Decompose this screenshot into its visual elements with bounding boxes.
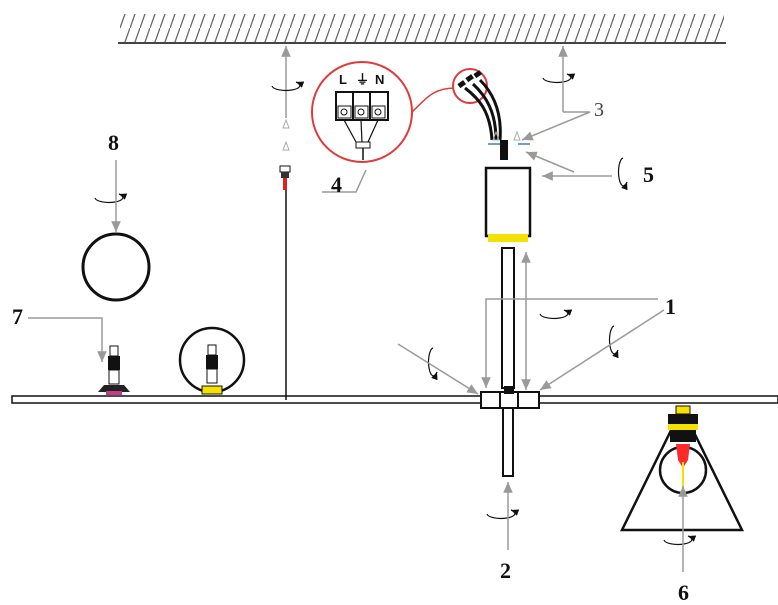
terminal-earth-label: ⏚ bbox=[356, 72, 369, 87]
socket-holder bbox=[28, 317, 130, 395]
callout-3: 3 bbox=[594, 99, 604, 121]
suspension-rod bbox=[501, 247, 531, 390]
pendant-lamp bbox=[619, 405, 745, 572]
callout-1: 1 bbox=[665, 294, 676, 319]
rail-connector bbox=[480, 386, 540, 409]
canopy-fixture bbox=[484, 46, 612, 242]
terminal-live-label: L bbox=[339, 72, 347, 87]
track-rail bbox=[11, 395, 778, 404]
lower-rod bbox=[502, 407, 514, 550]
terminal-neutral-label: N bbox=[375, 72, 384, 87]
suspension-cable bbox=[279, 46, 291, 400]
callout-8: 8 bbox=[108, 130, 119, 155]
callout-1-leaders bbox=[397, 298, 665, 395]
callout-2: 2 bbox=[500, 558, 511, 583]
round-shade bbox=[81, 160, 151, 302]
socket-with-shade bbox=[178, 326, 246, 395]
terminal-block-icon bbox=[335, 91, 389, 160]
wire-connector-detail bbox=[452, 68, 502, 141]
callout-4: 4 bbox=[331, 172, 342, 197]
terminal-detail: L ⏚ N bbox=[311, 61, 456, 193]
callout-5: 5 bbox=[643, 162, 654, 187]
callout-7: 7 bbox=[12, 304, 23, 329]
ceiling bbox=[118, 14, 726, 44]
callout-6: 6 bbox=[678, 580, 689, 605]
